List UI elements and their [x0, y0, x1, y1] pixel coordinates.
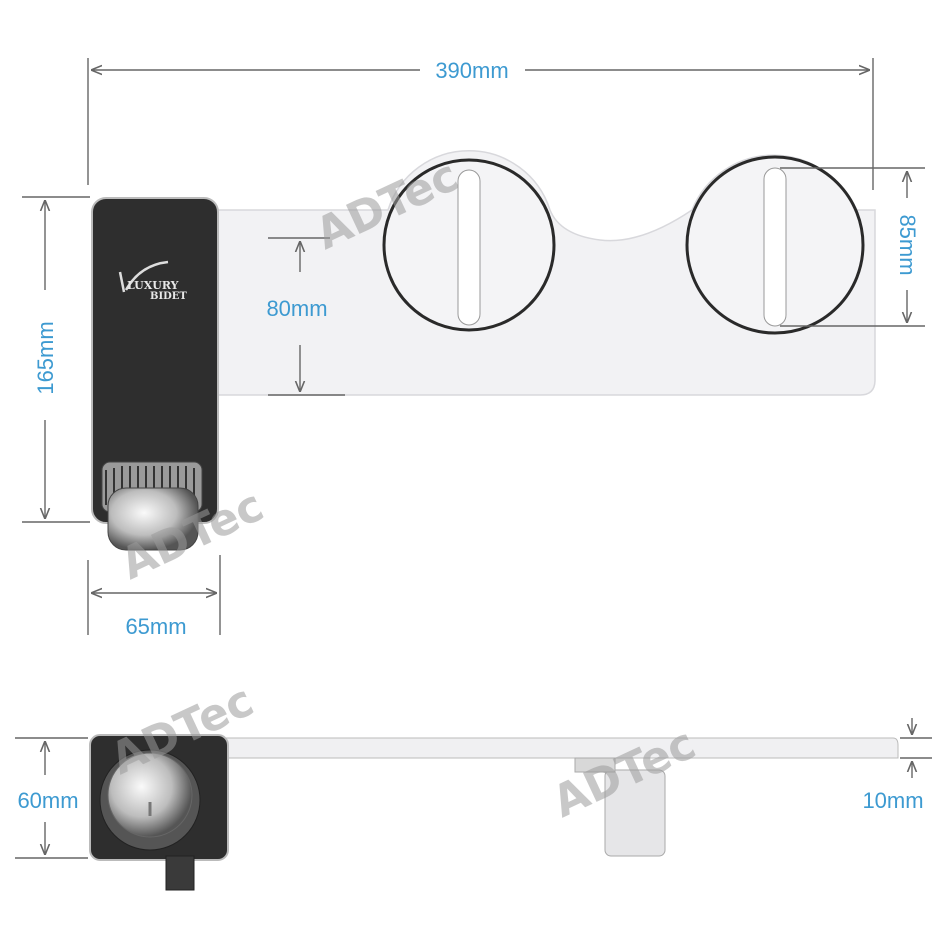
side-view: 60mm 10mm: [15, 718, 932, 891]
dim-control-height: [15, 737, 88, 859]
dim-plate-width: [268, 237, 345, 396]
svg-text:BIDET: BIDET: [150, 291, 187, 302]
dim-control-width: [87, 555, 221, 635]
top-view: LUXURY BIDET 390mm 165mm 80mm: [22, 58, 925, 639]
dim-overall-width: [22, 196, 90, 523]
mounting-slot-left: [457, 169, 481, 326]
label-control-height: 60mm: [17, 788, 78, 813]
label-slot-span: 85mm: [895, 214, 920, 275]
label-plate-thickness: 10mm: [862, 788, 923, 813]
side-plate: [214, 737, 899, 759]
svg-text:LUXURY: LUXURY: [127, 279, 179, 292]
hose-connector: [165, 855, 195, 891]
dim-plate-thickness: [900, 718, 932, 778]
dim-slot-span: [780, 167, 925, 327]
pressure-knob: [101, 461, 203, 551]
mounting-slot-right: [763, 167, 787, 327]
label-plate-width: 80mm: [266, 296, 327, 321]
nozzle-pipe: [604, 769, 666, 857]
label-overall-length: 390mm: [435, 58, 508, 83]
label-overall-width: 165mm: [33, 321, 58, 394]
side-knob-face: [107, 752, 193, 838]
brand-logo: LUXURY BIDET: [118, 260, 187, 302]
label-control-width: 65mm: [125, 614, 186, 639]
nozzle-mount: [574, 757, 616, 773]
